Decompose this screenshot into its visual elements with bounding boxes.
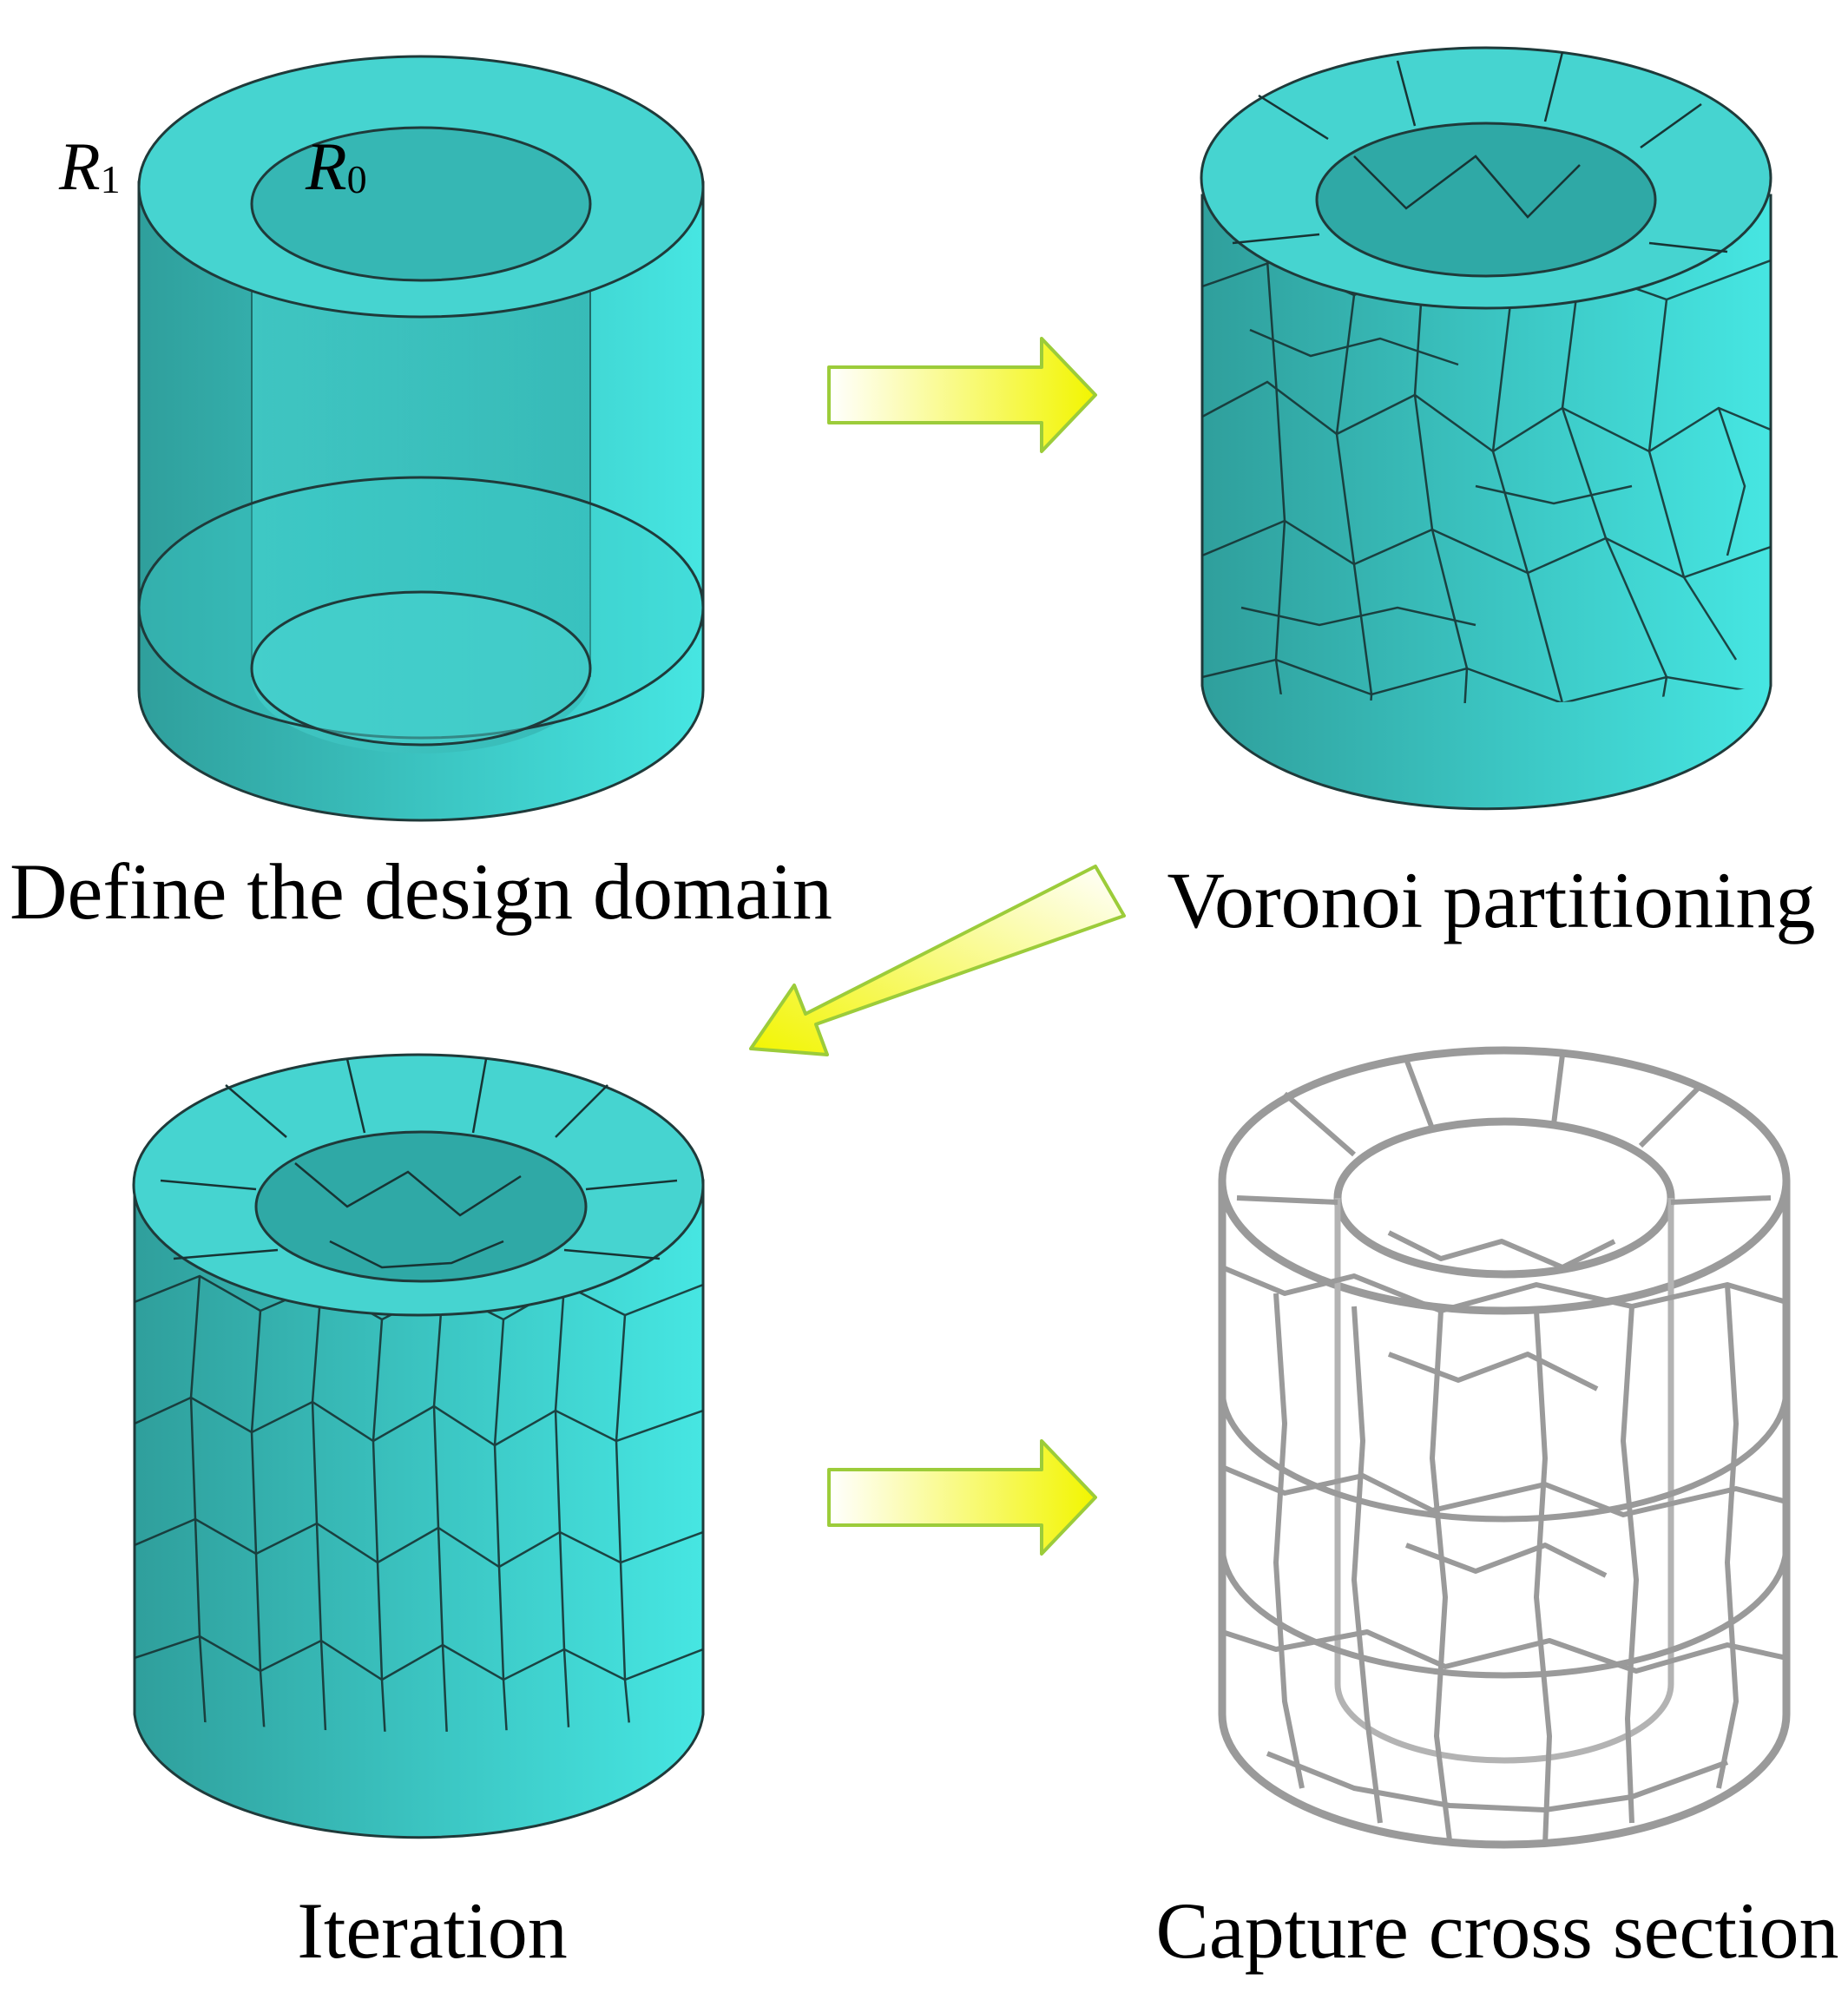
iteration-cylinder <box>132 1053 705 1839</box>
arrow-right-top <box>827 337 1097 453</box>
arrow-right-bottom <box>827 1439 1097 1556</box>
design-domain-cylinder <box>137 55 705 822</box>
arrow-right-icon <box>827 1439 1097 1556</box>
voronoi-partitioned-cylinder <box>1200 46 1772 811</box>
lattice-structure <box>1218 1046 1791 1849</box>
outer-radius-label: R1 <box>58 128 121 204</box>
caption-capture-cross-section: Capture cross section <box>1156 1886 1839 1975</box>
caption-define-design-domain: Define the design domain <box>10 847 832 936</box>
arrow-down-left-icon <box>749 865 1126 1056</box>
inner-radius-label: R0 <box>305 128 367 204</box>
caption-iteration: Iteration <box>297 1886 568 1975</box>
caption-voronoi-partitioning: Voronoi partitioning <box>1167 856 1815 944</box>
arrow-right-icon <box>827 337 1097 453</box>
arrow-diagonal <box>749 865 1126 1056</box>
